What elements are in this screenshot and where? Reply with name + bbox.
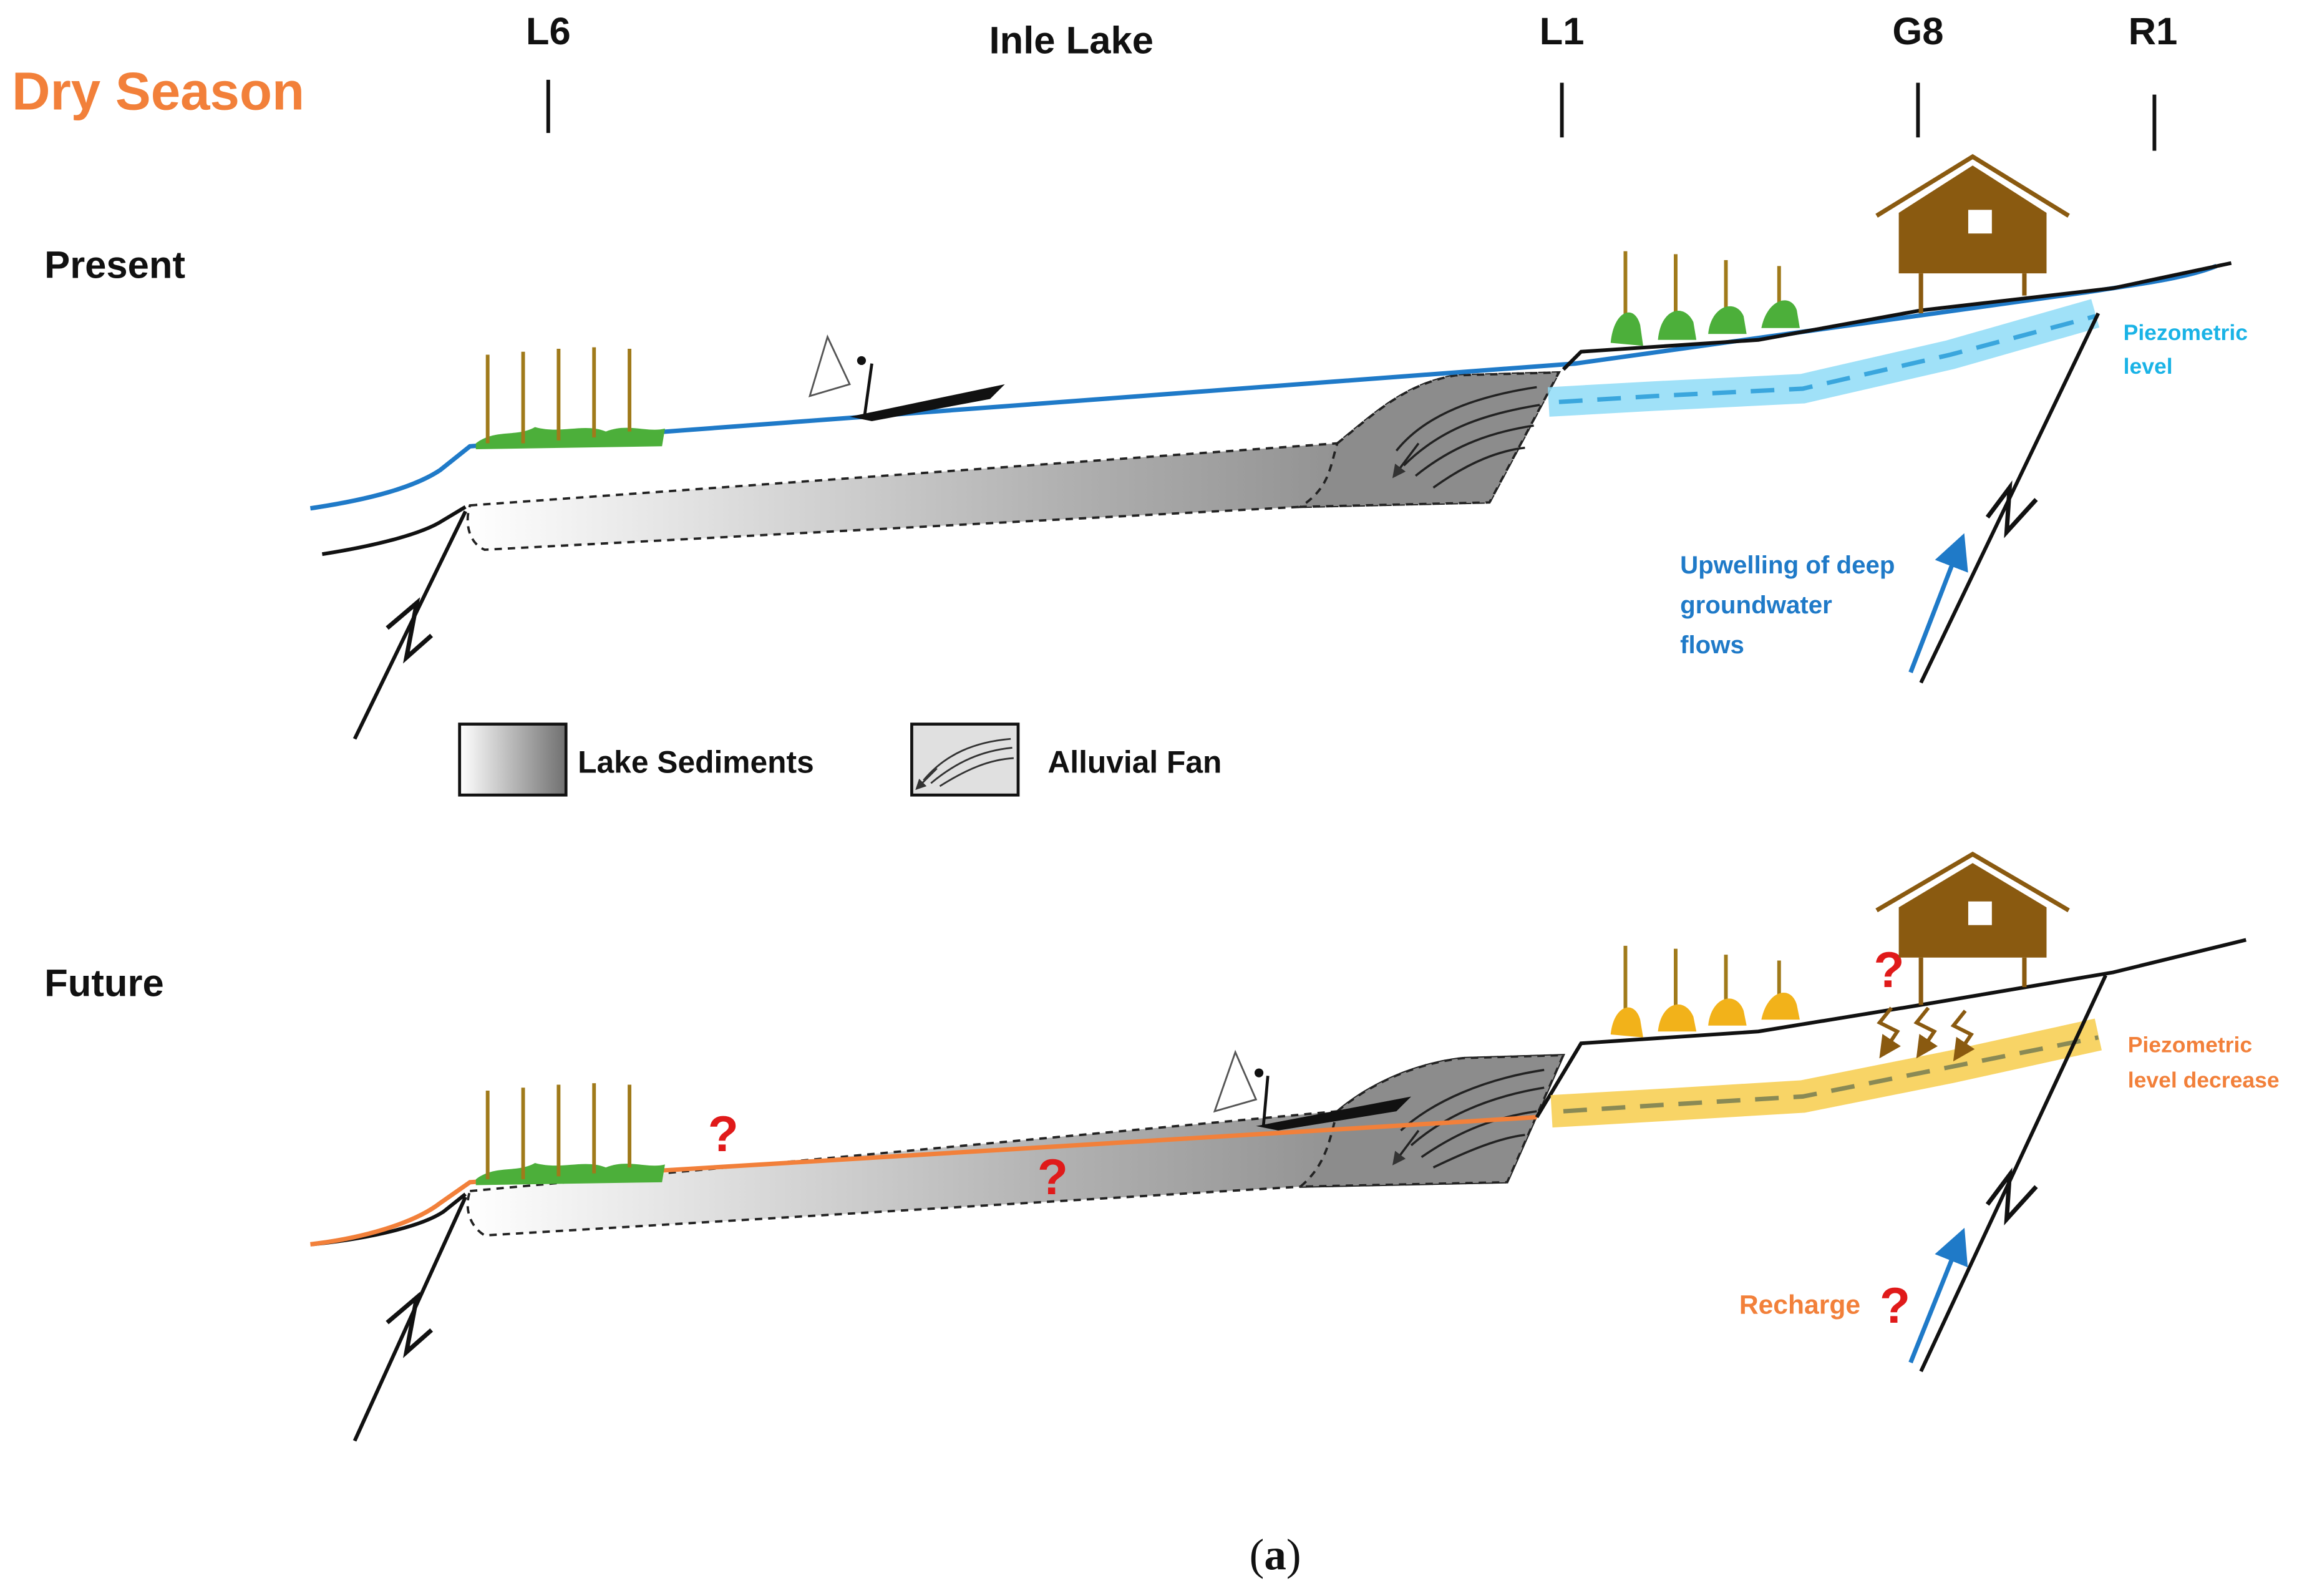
future-right-fault	[1919, 974, 2107, 1373]
present-fan-streaks	[1392, 386, 1540, 489]
present-upwelling-arrow	[1908, 533, 1968, 673]
present-crops	[1610, 251, 1800, 346]
station-label-inle-lake: Inle Lake	[989, 19, 1154, 62]
legend-lake-sediments-swatch	[458, 723, 568, 797]
present-ground-surface	[1562, 261, 2232, 371]
legend-lake-sediments-label: Lake Sediments	[578, 745, 814, 780]
future-floating-garden	[475, 1083, 665, 1185]
figure-caption: (a)	[1250, 1530, 1301, 1579]
future-water-surface	[310, 1115, 1537, 1247]
future-title: Future	[44, 961, 164, 1005]
future-piezometric-band	[1550, 1018, 2102, 1128]
present-piezometric-label-2: level	[2124, 354, 2173, 379]
future-pumping-arrows	[1877, 1006, 1975, 1062]
future-piezometric-dash	[1563, 1035, 2099, 1114]
present-water-surface	[309, 264, 2218, 511]
legend: Lake Sediments Alluvial Fan	[458, 723, 1222, 797]
season-title: Dry Season	[12, 62, 304, 121]
future-dry-crops	[1610, 945, 1800, 1038]
present-left-fault-arrows	[386, 597, 434, 664]
present-piezometric-dash	[1558, 314, 2096, 404]
caption-open-paren: (	[1250, 1530, 1265, 1579]
present-floating-garden	[475, 347, 665, 450]
legend-alluvial-fan-streaks	[915, 737, 1014, 791]
future-left-fault	[352, 1196, 467, 1442]
future-alluvial-fan	[1297, 1054, 1565, 1188]
future-ground-surface	[1535, 938, 2247, 1119]
station-label-r1: R1	[2129, 10, 2178, 53]
present-right-fault-arrows	[1985, 480, 2038, 538]
present-house	[1875, 153, 2070, 314]
future-piezometric-label-2: level decrease	[2128, 1068, 2280, 1092]
station-label-g8: G8	[1892, 10, 1943, 53]
future-recharge-label: Recharge	[1739, 1290, 1860, 1320]
question-mark-recharge: ?	[1880, 1278, 1910, 1334]
station-label-l6: L6	[526, 10, 571, 53]
station-label-l1: L1	[1540, 10, 1585, 53]
present-left-fault	[352, 510, 467, 740]
present-alluvial-fan	[1296, 371, 1562, 508]
future-left-fault-arrows	[386, 1292, 434, 1358]
caption-letter: a	[1264, 1530, 1286, 1579]
future-house	[1875, 851, 2070, 1005]
present-panel: Present Piezometric level Upwell	[44, 153, 2248, 740]
present-upwelling-label-1: Upwelling of deep	[1680, 551, 1895, 579]
future-fishing-boat	[1213, 1049, 1412, 1131]
present-basement-line	[321, 505, 467, 557]
present-piezometric-label-1: Piezometric	[2124, 320, 2248, 345]
caption-close-paren: )	[1286, 1530, 1301, 1579]
present-upwelling-label-3: flows	[1680, 631, 1744, 659]
legend-alluvial-fan-label: Alluvial Fan	[1047, 745, 1222, 780]
future-panel: Future Piezometric level decrease Rechar…	[44, 851, 2280, 1442]
question-mark-sediments: ?	[1037, 1149, 1068, 1205]
future-recharge-arrow	[1908, 1227, 1968, 1364]
present-title: Present	[44, 243, 185, 286]
future-piezometric-label-1: Piezometric	[2128, 1032, 2252, 1057]
future-fan-streaks	[1392, 1069, 1545, 1169]
future-right-fault-arrows	[1985, 1167, 2038, 1225]
present-upwelling-label-2: groundwater	[1680, 591, 1832, 619]
question-mark-lake-surface: ?	[708, 1106, 739, 1162]
present-fishing-boat	[808, 334, 1005, 422]
